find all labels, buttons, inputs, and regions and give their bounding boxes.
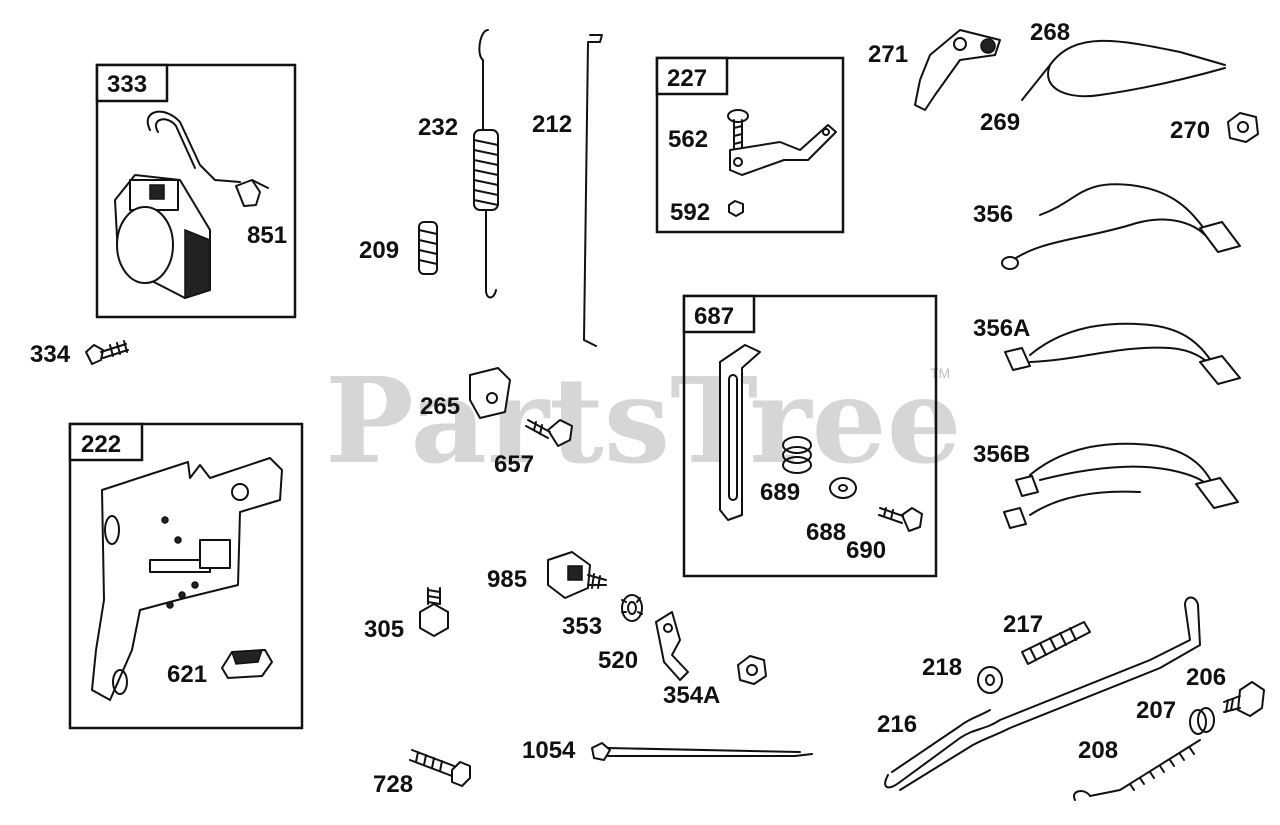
callout-689: 689 [760,479,800,506]
part-bracket-687[interactable] [719,344,761,521]
callout-206: 206 [1186,664,1226,691]
part-control-bracket-222[interactable] [91,457,283,701]
callout-305: 305 [364,616,404,643]
callout-985: 985 [487,566,527,593]
callout-271: 271 [868,41,908,68]
callout-270: 270 [1170,117,1210,144]
callout-232: 232 [418,114,458,141]
part-screw-690[interactable] [878,507,923,532]
callout-1054: 1054 [522,737,576,764]
group-label-333: 333 [107,71,147,98]
callout-688: 688 [806,519,846,546]
part-washer-688[interactable] [829,477,857,499]
part-washer-218[interactable] [977,666,1003,694]
part-657[interactable] [525,419,573,447]
callout-353: 353 [562,613,602,640]
part-wire-356[interactable] [1001,183,1241,270]
callout-562: 562 [668,126,708,153]
watermark-text: PartsTree [325,351,962,490]
part-screw-206[interactable] [1223,681,1265,717]
part-rod-212[interactable] [583,34,603,347]
part-wire-356B[interactable] [1003,442,1239,529]
part-621[interactable] [221,649,273,679]
callout-209: 209 [359,237,399,264]
callout-212: 212 [532,111,572,138]
callout-356: 356 [973,201,1013,228]
part-cable-268[interactable] [1021,39,1226,101]
callout-265: 265 [420,393,460,420]
callout-621: 621 [167,661,207,688]
callout-520: 520 [598,647,638,674]
watermark-trademark: TM [930,365,950,381]
callout-208: 208 [1078,737,1118,764]
part-armature-333[interactable] [114,110,241,300]
part-spring-217[interactable] [1021,621,1091,665]
part-spring-209[interactable] [418,221,438,275]
part-link-227[interactable] [729,124,837,176]
callout-657: 657 [494,451,534,478]
part-spring-207[interactable] [1189,707,1215,735]
callout-218: 218 [922,654,962,681]
part-lever-271[interactable] [914,29,1001,111]
group-label-227: 227 [667,65,707,92]
callout-216: 216 [877,711,917,738]
callout-356A: 356A [973,315,1030,342]
callout-356B: 356B [973,441,1030,468]
part-lockwasher-353[interactable] [621,594,643,622]
part-nut-354A[interactable] [737,655,767,685]
group-box-222[interactable]: 222 [68,422,304,730]
part-851[interactable] [235,179,269,207]
part-562[interactable] [727,109,749,149]
part-clip-265[interactable] [469,367,511,419]
callout-851: 851 [247,222,287,249]
part-switch-985[interactable] [547,551,607,599]
part-spring-232[interactable] [473,29,499,299]
callout-269: 269 [980,109,1020,136]
callout-268: 268 [1030,19,1070,46]
callout-354A: 354A [663,682,720,709]
group-box-227[interactable]: 227 [655,56,845,234]
part-spring-208[interactable] [1073,739,1201,801]
group-box-687[interactable]: 687 [682,294,938,578]
part-wire-356A[interactable] [1004,322,1241,385]
part-rod-216[interactable] [884,596,1201,791]
part-spring-689[interactable] [782,436,812,474]
part-bolt-305[interactable] [419,587,449,637]
group-label-687: 687 [694,303,734,330]
group-label-222: 222 [81,431,121,458]
callout-592: 592 [670,199,710,226]
part-terminal-520[interactable] [655,611,689,681]
callout-217: 217 [1003,611,1043,638]
part-cable-tie-1054[interactable] [591,742,813,761]
callout-207: 207 [1136,697,1176,724]
part-334[interactable] [85,340,129,365]
part-bolt-728[interactable] [409,749,471,787]
callout-690: 690 [846,537,886,564]
callout-334: 334 [30,341,71,368]
part-nut-270[interactable] [1227,112,1259,143]
group-box-333[interactable]: 333 [95,63,297,319]
callout-728: 728 [373,771,413,798]
part-592[interactable] [728,200,744,217]
